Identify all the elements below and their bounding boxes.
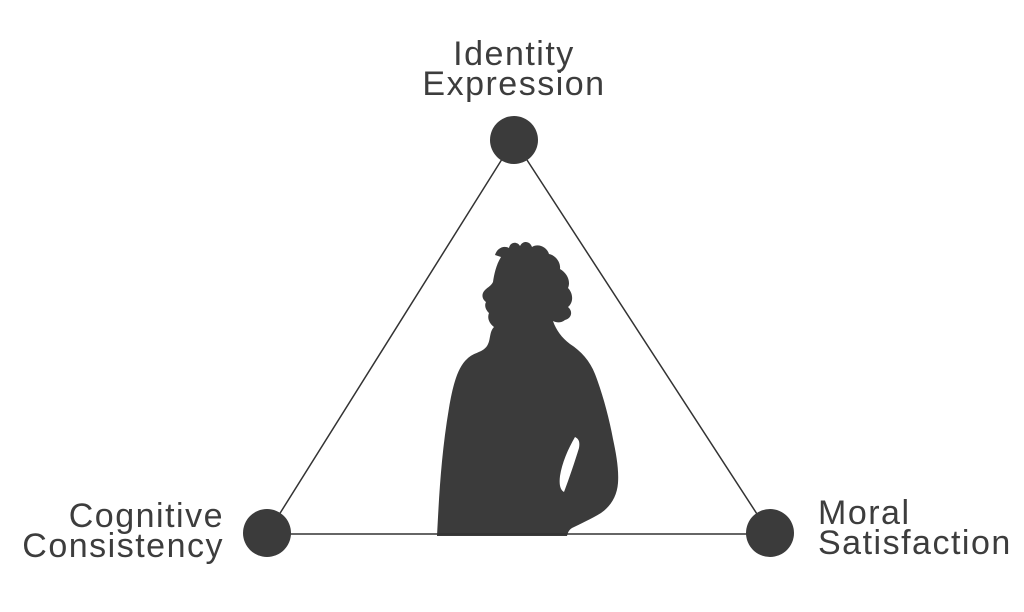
- vertex-label-line2: Satisfaction: [818, 524, 1012, 562]
- vertex-label-identity-expression: Identity Expression: [422, 35, 606, 103]
- vertex-label-line1: Moral: [818, 494, 911, 532]
- vertex-label-line1: Identity: [453, 35, 575, 73]
- vertex-label-line1: Cognitive: [68, 497, 224, 535]
- triangle-edges: [265, 138, 772, 535]
- vertex-label-cognitive-consistency: Cognitive Consistency: [22, 497, 224, 565]
- vertex-label-line2: Consistency: [22, 527, 224, 565]
- vertex-label-moral-satisfaction: Moral Satisfaction: [818, 494, 1012, 562]
- vertex-dot-bottom-right: [746, 509, 794, 557]
- person-silhouette-looking-up-icon: [437, 241, 619, 537]
- vertex-label-line2: Expression: [422, 65, 606, 103]
- vertex-dot-bottom-left: [243, 509, 291, 557]
- vertex-dot-top: [490, 116, 538, 164]
